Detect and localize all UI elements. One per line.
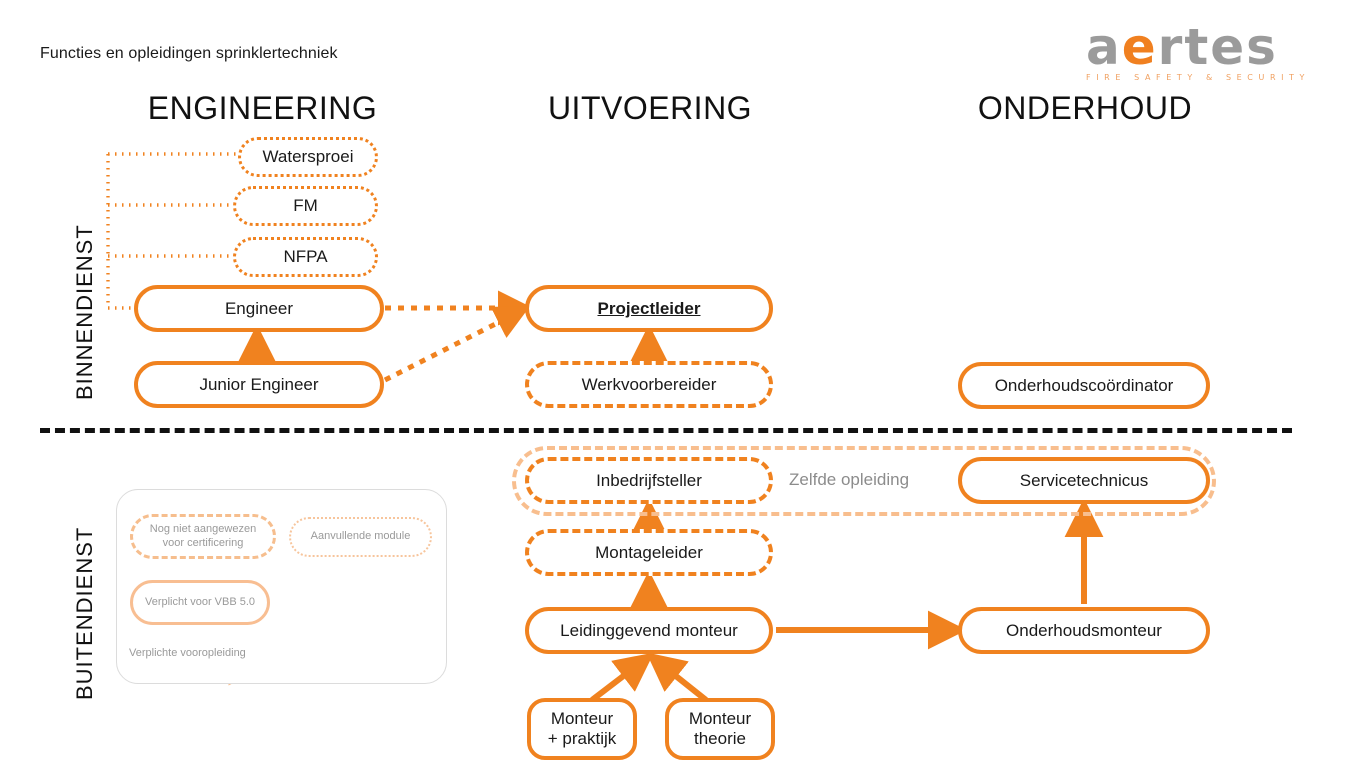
node-onderhoudscoordinator[interactable]: Onderhoudscoördinator (958, 362, 1210, 409)
binnendienst-buitendienst-divider (40, 428, 1292, 433)
arrow-junior-engineer-to-projectleider (383, 306, 530, 383)
logo-letter-highlight: e (1121, 18, 1158, 76)
logo-letters-before: a (1086, 18, 1122, 76)
logo-wordmark: aertes (1086, 22, 1322, 72)
node-monteur-praktijk-line1: Monteur (550, 709, 614, 729)
node-monteur-theorie-line1: Monteur (688, 709, 752, 729)
side-label-buitendienst: BUITENDIENST (72, 526, 97, 700)
node-inbedrijfsteller[interactable]: Inbedrijfsteller (525, 457, 773, 504)
legend-item-required-vbb: Verplicht voor VBB 5.0 (130, 580, 270, 625)
node-fm[interactable]: FM (233, 186, 378, 226)
legend-not-certified-line1: Nog niet aangewezen (149, 522, 257, 535)
column-header-engineering: ENGINEERING (147, 90, 378, 126)
node-projectleider[interactable]: Projectleider (525, 285, 773, 332)
node-engineer[interactable]: Engineer (134, 285, 384, 332)
column-header-uitvoering: UITVOERING (547, 90, 753, 126)
logo-tagline: FIRE SAFETY & SECURITY (1086, 73, 1311, 82)
node-monteur-praktijk[interactable]: Monteur + praktijk (527, 698, 637, 760)
node-watersproei[interactable]: Watersproei (238, 137, 378, 177)
legend-panel: Nog niet aangewezen voor certificering A… (116, 489, 447, 684)
node-junior-engineer[interactable]: Junior Engineer (134, 361, 384, 408)
node-monteur-theorie[interactable]: Monteur theorie (665, 698, 775, 760)
legend-item-extra-module: Aanvullende module (289, 517, 432, 557)
same-training-label: Zelfde opleiding (789, 470, 910, 489)
side-label-binnendienst: BINNENDIENST (72, 224, 97, 400)
column-header-onderhoud: ONDERHOUD (977, 90, 1193, 126)
node-onderhoudsmonteur[interactable]: Onderhoudsmonteur (958, 607, 1210, 654)
node-werkvoorbereider[interactable]: Werkvoorbereider (525, 361, 773, 408)
node-leidinggevend-monteur[interactable]: Leidinggevend monteur (525, 607, 773, 654)
node-nfpa[interactable]: NFPA (233, 237, 378, 277)
page-subtitle: Functies en opleidingen sprinklertechnie… (40, 45, 338, 62)
legend-item-not-certified: Nog niet aangewezen voor certificering (130, 514, 276, 559)
legend-not-certified-line2: voor certificering (162, 536, 244, 549)
arrow-monteur-theorie-to-leidinggevend (646, 652, 708, 703)
same-training-group (512, 446, 1216, 516)
node-montageleider[interactable]: Montageleider (525, 529, 773, 576)
logo-letters-after: rtes (1157, 18, 1278, 76)
node-monteur-theorie-line2: theorie (694, 729, 746, 748)
legend-item-required-pretraining: Verplichte vooropleiding (129, 647, 246, 659)
arrow-monteur-praktijk-to-leidinggevend (590, 652, 654, 703)
node-servicetechnicus[interactable]: Servicetechnicus (958, 457, 1210, 504)
node-monteur-praktijk-line2: + praktijk (547, 729, 617, 748)
aertes-logo: aertes FIRE SAFETY & SECURITY (1086, 22, 1322, 82)
